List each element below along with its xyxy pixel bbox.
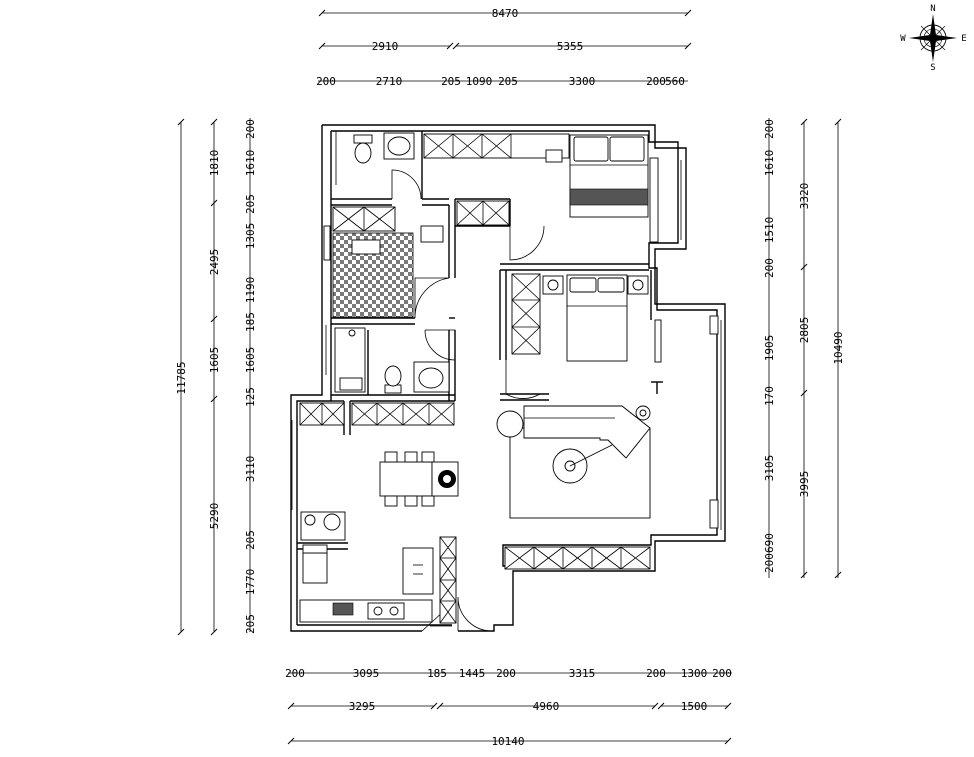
dim-left-detail-4: 1305 [244,223,257,250]
dim-right-detail-5: 1905 [763,335,776,362]
basin-2-icon [413,361,450,393]
dim-top-detail-7: 200 [646,75,666,88]
master-desk [545,149,563,163]
dim-top-detail-2: 2710 [376,75,403,88]
dim-left-overall: 11785 [175,361,188,394]
wardrobe-top [423,133,570,159]
master-window-bay [649,157,659,243]
storage-cabinet-dining [299,402,455,426]
windows [291,131,722,627]
dim-left-detail-3: 205 [244,194,257,214]
dim-left-detail-5: 1190 [244,277,257,304]
toilet-2-icon [384,365,402,394]
dim-left-detail-7: 1605 [244,347,257,374]
left-dimension-lines [180,118,251,632]
dim-left-mid-4: 5290 [208,503,221,530]
dim-bottom-detail-3: 185 [427,667,447,680]
top-dimension-lines [318,12,688,82]
compass-north: N [930,4,935,14]
dim-bottom-detail-9: 200 [712,667,732,680]
dim-top-overall: 8470 [492,7,519,20]
exterior-walls [290,124,726,632]
study-sidebar-radiator [323,225,331,261]
dim-top-mid-1: 2910 [372,40,399,53]
dim-bottom-mid-1: 3295 [349,700,376,713]
dim-right-overall: 10490 [832,331,845,364]
nightstand-left [542,275,564,295]
dim-right-mid-2: 2805 [798,317,811,344]
interior-walls [297,131,663,550]
compass-west: W [900,34,906,44]
dim-top-detail-8: 560 [665,75,685,88]
dim-left-detail-6: 185 [244,312,257,332]
kitchen-counter [299,599,433,623]
dim-bottom-detail-1: 200 [285,667,305,680]
dim-left-detail-11: 1770 [244,569,257,596]
dim-left-detail-2: 1610 [244,150,257,177]
master-bed [569,134,649,218]
dim-top-detail-5: 205 [498,75,518,88]
dim-right-detail-3: 1510 [763,217,776,244]
dim-left-detail-10: 205 [244,530,257,550]
dim-top-detail-3: 205 [441,75,461,88]
kitchen-appliances [300,511,346,584]
dim-bottom-detail-5: 200 [496,667,516,680]
compass-east: E [961,34,966,44]
dim-right-mid-1: 3320 [798,183,811,210]
dim-left-mid-2: 2495 [208,249,221,276]
dim-left-detail-1: 200 [244,119,257,139]
dim-top-mid-2: 5355 [557,40,584,53]
dim-right-detail-4: 200 [763,258,776,278]
dim-top-detail-6: 3300 [569,75,596,88]
wardrobe-study-top [332,206,396,232]
sofa [496,405,651,459]
dim-top-detail-4: 1090 [466,75,493,88]
nightstand-right [627,275,649,295]
compass-icon [909,14,957,62]
dim-right-detail-7: 3105 [763,455,776,482]
dim-right-detail-9: 690 [763,533,776,553]
dim-left-mid-3: 1605 [208,347,221,374]
dim-bottom-detail-7: 200 [646,667,666,680]
dim-bottom-overall: 10140 [491,735,524,748]
dim-left-mid-1: 1810 [208,150,221,177]
wardrobe-study [456,200,510,226]
dim-right-mid-3: 3995 [798,471,811,498]
dim-left-detail-8: 125 [244,387,257,407]
bottom-dimension-lines [288,672,732,742]
dimension-ticks [177,9,842,745]
dim-right-detail-2: 1610 [763,150,776,177]
dim-top-detail-1: 200 [316,75,336,88]
dim-left-detail-9: 3110 [244,456,257,483]
tv-cabinet [504,546,651,570]
balcony-radiator [654,315,719,529]
dim-bottom-detail-4: 1445 [459,667,486,680]
dim-bottom-mid-3: 1500 [681,700,708,713]
right-dimension-lines [768,118,839,578]
second-bed [566,274,628,362]
dim-bottom-detail-2: 3095 [353,667,380,680]
checkered-floor [332,232,414,318]
basin-icon [383,132,415,160]
dim-bottom-detail-8: 1300 [681,667,708,680]
coffee-table [552,444,613,484]
toilet-icon [353,134,373,164]
wardrobe-bedroom2 [511,273,541,355]
plant-icon [438,470,456,488]
fridge [402,547,434,595]
dim-bottom-detail-6: 3315 [569,667,596,680]
study-desk [420,225,444,243]
dim-right-detail-1: 200 [763,119,776,139]
dim-right-detail-6: 170 [763,386,776,406]
shower-icon [334,327,366,393]
dim-right-detail-8: 200 [763,553,776,573]
dim-bottom-mid-2: 4960 [533,700,560,713]
kitchen-tall-cabinet [439,536,457,624]
compass-south: S [930,63,935,73]
dim-left-detail-12: 205 [244,614,257,634]
